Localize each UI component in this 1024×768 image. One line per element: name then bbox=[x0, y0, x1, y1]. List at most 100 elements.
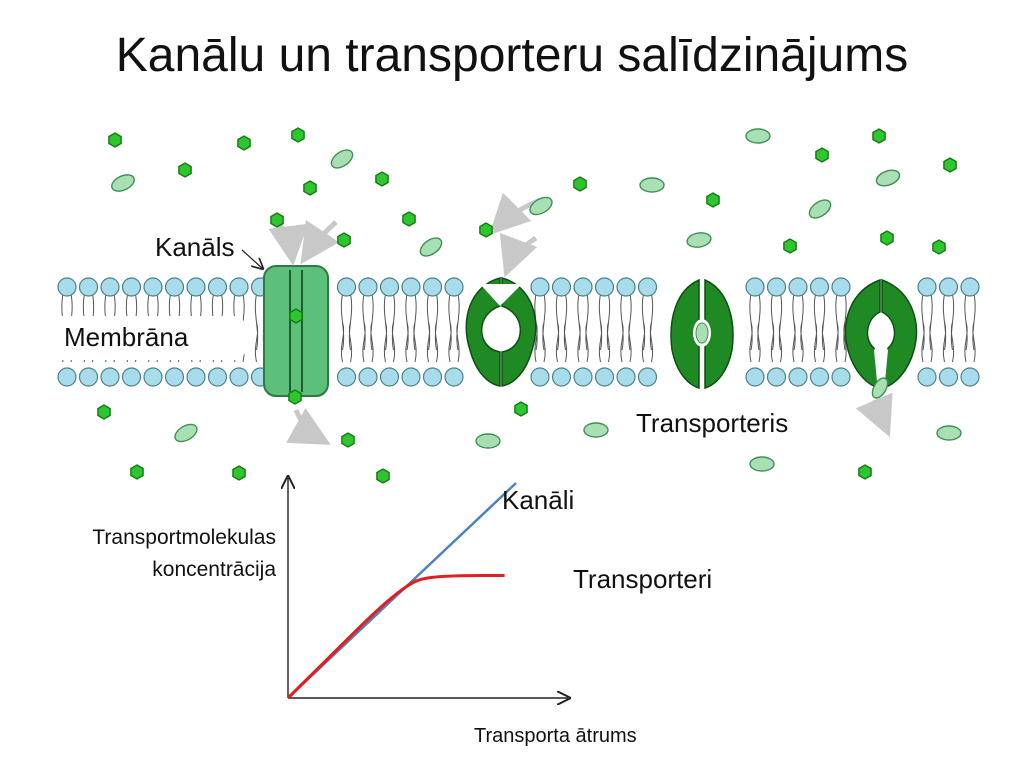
flow-arrow bbox=[300, 219, 340, 265]
green-molecule bbox=[108, 132, 122, 148]
membrane-label-backdrop bbox=[58, 316, 249, 360]
lipid-head bbox=[379, 367, 400, 387]
slide-title: Kanālu un transporteru salīdzinājums bbox=[115, 29, 909, 82]
lipid-head bbox=[594, 277, 615, 297]
lipid-head bbox=[594, 367, 615, 387]
lipid-head bbox=[229, 367, 249, 387]
lipid-head bbox=[121, 277, 142, 297]
oval-molecule bbox=[639, 177, 665, 193]
green-molecule bbox=[858, 464, 872, 480]
lipid-head bbox=[379, 277, 400, 297]
lipid-head bbox=[422, 277, 443, 297]
lipid-head bbox=[745, 367, 765, 387]
oval-molecule bbox=[583, 422, 609, 438]
lipid-head bbox=[207, 277, 228, 297]
lipid-head bbox=[917, 367, 937, 387]
lipid-tail bbox=[448, 293, 460, 363]
green-molecule bbox=[880, 230, 894, 246]
green-molecule bbox=[573, 176, 587, 192]
green-molecule bbox=[872, 128, 886, 144]
lipid-head bbox=[78, 367, 99, 387]
green-molecule bbox=[130, 464, 144, 480]
lipid-tail bbox=[362, 293, 374, 363]
lipid-head bbox=[186, 277, 206, 297]
lipid-head bbox=[616, 367, 636, 387]
lipid-head bbox=[809, 367, 830, 387]
oval-molecule bbox=[808, 199, 832, 219]
lipid-head bbox=[57, 277, 77, 297]
green-molecule bbox=[303, 180, 317, 196]
green-molecule bbox=[341, 432, 355, 448]
green-molecule bbox=[402, 211, 416, 227]
lipid-tail bbox=[942, 293, 955, 363]
lipid-head bbox=[960, 367, 980, 387]
lipid-head bbox=[57, 367, 77, 387]
series-label-kanali: Kanāli bbox=[502, 485, 575, 515]
x-axis-label: Transporta ātrums bbox=[474, 725, 637, 747]
lipid-tail bbox=[749, 293, 761, 363]
lipid-head bbox=[100, 367, 120, 387]
membrane-label: Membrāna bbox=[64, 322, 189, 352]
green-molecule bbox=[514, 401, 528, 417]
lipid-head bbox=[78, 277, 99, 297]
lipid-head bbox=[831, 367, 851, 387]
lipid-head bbox=[960, 277, 980, 297]
lipid-tail bbox=[598, 293, 611, 363]
transporter-half bbox=[704, 278, 734, 390]
lipid-tail bbox=[405, 293, 417, 363]
green-molecule bbox=[232, 465, 246, 481]
lipid-head bbox=[358, 367, 378, 387]
green-molecule bbox=[932, 239, 946, 255]
green-molecule bbox=[178, 162, 192, 178]
oval-molecule bbox=[745, 128, 771, 144]
lipid-head bbox=[530, 367, 550, 387]
lipid-head bbox=[164, 277, 185, 297]
lipid-tail bbox=[964, 293, 976, 363]
lipid-head bbox=[766, 367, 787, 387]
lipid-head bbox=[336, 277, 357, 297]
lipid-head bbox=[637, 277, 658, 297]
lipid-head bbox=[745, 277, 765, 297]
series-line-transporteri bbox=[286, 574, 505, 700]
lipid-head bbox=[788, 367, 808, 387]
green-molecule bbox=[943, 157, 957, 173]
lipid-head bbox=[831, 277, 851, 297]
lipid-tail bbox=[577, 293, 589, 363]
flow-arrow bbox=[286, 407, 331, 445]
lipid-head bbox=[444, 367, 464, 387]
lipid-head bbox=[207, 367, 228, 387]
oval-molecule bbox=[174, 423, 198, 443]
lipid-head bbox=[573, 277, 593, 297]
lipid-tail bbox=[921, 293, 933, 363]
green-molecule bbox=[815, 147, 829, 163]
lipid-head bbox=[143, 367, 163, 387]
lipid-head bbox=[186, 367, 206, 387]
lipid-head bbox=[164, 367, 185, 387]
transporter-half bbox=[465, 277, 501, 387]
released-molecule bbox=[871, 377, 889, 399]
lipid-tail bbox=[555, 293, 568, 363]
oval-molecule bbox=[936, 425, 962, 441]
lipid-head bbox=[401, 277, 421, 297]
lipid-tail bbox=[340, 293, 353, 363]
transporter-label: Transporteris bbox=[636, 408, 789, 438]
solute-molecules bbox=[97, 127, 962, 484]
flow-arrow bbox=[499, 232, 538, 278]
green-molecule bbox=[288, 389, 302, 405]
lipid-head bbox=[358, 277, 378, 297]
channel-pointer bbox=[241, 249, 262, 268]
lipid-tail bbox=[792, 293, 804, 363]
lipid-head bbox=[121, 367, 142, 387]
oval-molecule bbox=[529, 196, 553, 216]
oval-molecule bbox=[111, 174, 135, 192]
lipid-head bbox=[616, 277, 636, 297]
green-molecule bbox=[337, 232, 351, 248]
lipid-head bbox=[551, 367, 572, 387]
transporter-half bbox=[501, 277, 537, 387]
green-molecule bbox=[479, 222, 493, 238]
channel-pointer-arrow bbox=[241, 249, 262, 268]
lipid-head bbox=[143, 277, 163, 297]
